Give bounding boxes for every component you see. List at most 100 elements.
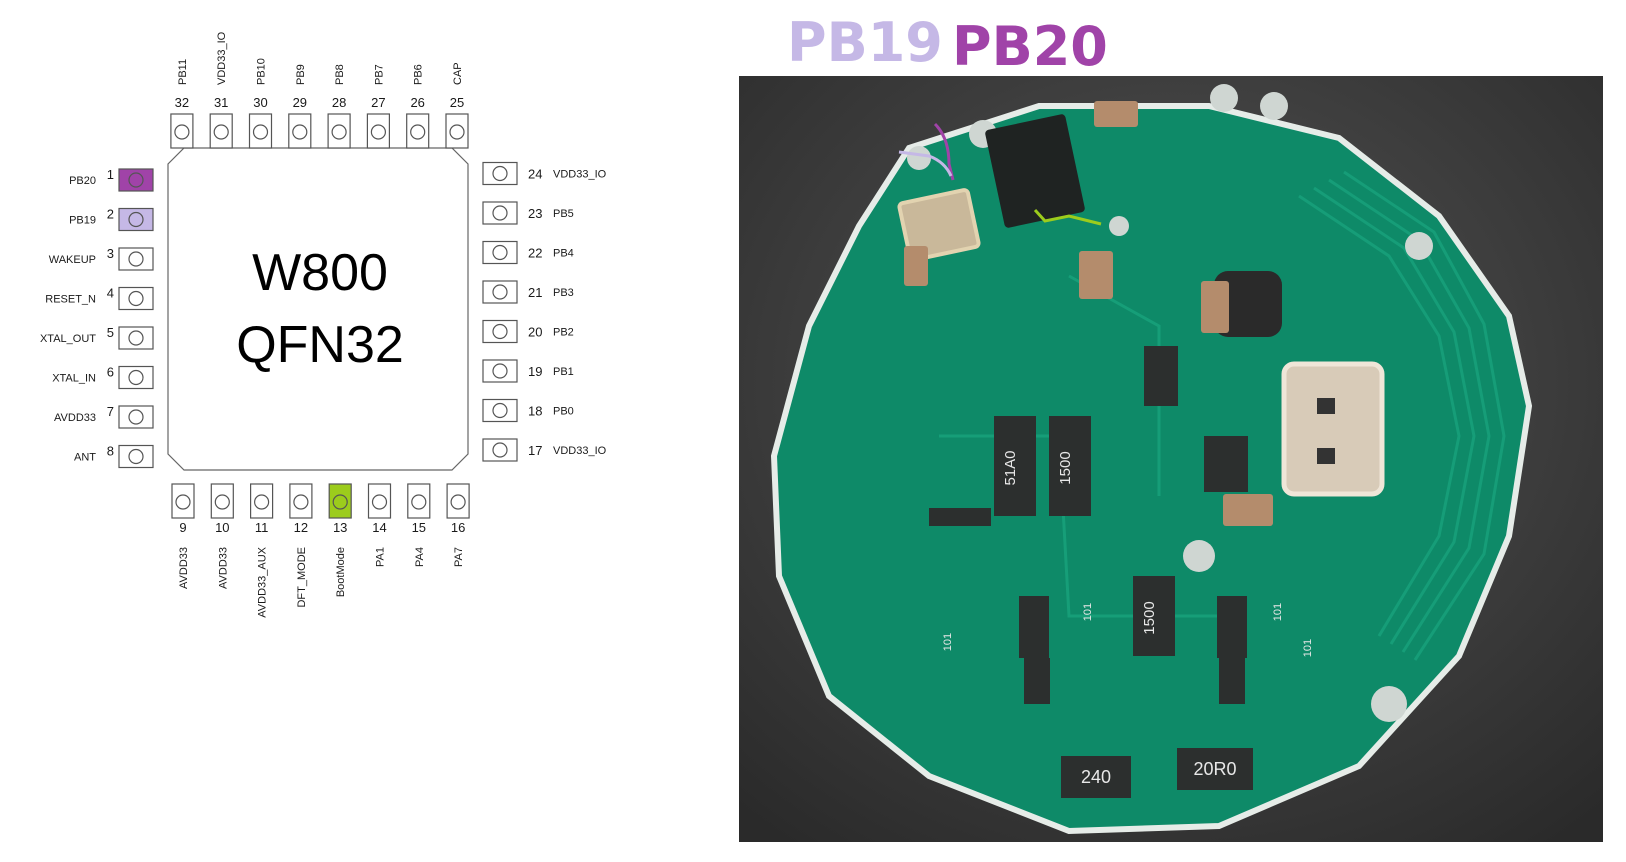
pin-hole: [370, 124, 386, 140]
pin-number: 11: [255, 520, 269, 535]
pcb-illustration: 51A0 1500 1500 240 20R0 101 101 101 101: [739, 76, 1603, 842]
w800-ic: [985, 114, 1085, 228]
pin-pad: [118, 286, 154, 311]
pin-number: 7: [107, 404, 114, 419]
pin-pad: [248, 113, 273, 149]
pin-hole: [492, 402, 508, 419]
pin-pad: [327, 113, 351, 149]
pin-pad: [407, 483, 431, 519]
pin-number: 29: [293, 95, 307, 110]
pin-pad: [482, 201, 518, 225]
pin-number: 19: [528, 364, 542, 379]
pin-pad: [446, 483, 470, 519]
pin-hole: [128, 211, 144, 228]
pin-pad: [118, 207, 154, 232]
pin-hole: [293, 494, 309, 510]
pin-number: 16: [451, 520, 465, 535]
pin-pad: [406, 113, 430, 149]
pin-pad: [367, 483, 392, 519]
pin-pad: [209, 113, 233, 149]
pin-number: 14: [372, 520, 386, 535]
pin-pad: [170, 113, 194, 149]
pin-number: 10: [215, 520, 229, 535]
pin-hole: [128, 290, 144, 307]
pin-number: 1: [107, 167, 114, 182]
pin-label: AVDD33: [54, 412, 96, 424]
pin-pad: [118, 444, 154, 469]
pin-pad: [171, 483, 195, 519]
pin-pad: [482, 161, 518, 186]
pin-label: VDD33_IO: [553, 169, 607, 181]
pin-label: PB5: [553, 208, 574, 220]
pin-hole: [449, 124, 465, 140]
pin-pad: [118, 326, 154, 350]
pin-hole: [492, 284, 508, 300]
pin-number: 6: [107, 365, 114, 380]
pin-label: DFT_MODE: [296, 547, 308, 608]
pin-label: PA4: [414, 547, 426, 567]
marking-101-a: 101: [942, 633, 954, 651]
pin-label: AVDD33: [178, 547, 190, 589]
pin-pad: [366, 113, 390, 149]
pin-number: 22: [528, 246, 542, 261]
pin-pad: [482, 398, 518, 423]
pin-hole: [450, 494, 466, 510]
marking-1500-b: 1500: [1141, 601, 1158, 634]
pin-number: 15: [412, 520, 426, 535]
pin-number: 18: [528, 404, 542, 419]
pin-label: PB10: [256, 58, 268, 85]
pin-pad: [118, 168, 154, 192]
pins-layer: 1PB202PB193WAKEUP4RESET_N5XTAL_OUT6XTAL_…: [40, 31, 607, 617]
pin-pad: [482, 438, 518, 462]
pb20-label: PB20: [952, 15, 1108, 78]
pin-number: 12: [294, 520, 308, 535]
marking-101-b: 101: [1082, 603, 1094, 621]
marking-1500-a: 1500: [1057, 451, 1074, 484]
pin-hole: [492, 323, 508, 340]
pin-hole: [331, 124, 347, 140]
pin-hole: [492, 363, 508, 379]
pin-label: PB8: [334, 64, 346, 85]
pin-pad: [482, 319, 518, 344]
w800-pinout-diagram: W800 QFN32 1PB202PB193WAKEUP4RESET_N5XTA…: [40, 31, 607, 617]
pin-hole: [492, 442, 508, 458]
pcb-board: [770, 103, 1533, 835]
pin-pad: [210, 483, 234, 519]
pcb-photo: 51A0 1500 1500 240 20R0 101 101 101 101: [739, 76, 1603, 842]
pin-label: PB2: [553, 327, 574, 339]
pin-hole: [252, 124, 269, 140]
pin-label: PB7: [373, 64, 385, 85]
pin-pad: [289, 483, 313, 519]
pin-pad: [328, 483, 352, 519]
pin-number: 30: [253, 95, 267, 110]
pin-label: PB3: [553, 287, 574, 299]
chip-body-outline: [167, 147, 469, 471]
pin-hole: [214, 494, 230, 510]
pin-pad: [288, 113, 312, 149]
pin-number: 3: [107, 246, 114, 261]
pin-number: 17: [528, 443, 542, 458]
pin-number: 21: [528, 285, 542, 300]
pin-number: 5: [107, 325, 114, 340]
pin-label: CAP: [452, 62, 464, 85]
pin-hole: [492, 165, 508, 182]
marking-20r0: 20R0: [1193, 759, 1236, 779]
marking-51a0: 51A0: [1002, 450, 1019, 485]
pin-label: VDD33_IO: [216, 31, 228, 85]
pin-number: 9: [179, 520, 186, 535]
pin-21: 21 PB3: [482, 280, 574, 304]
